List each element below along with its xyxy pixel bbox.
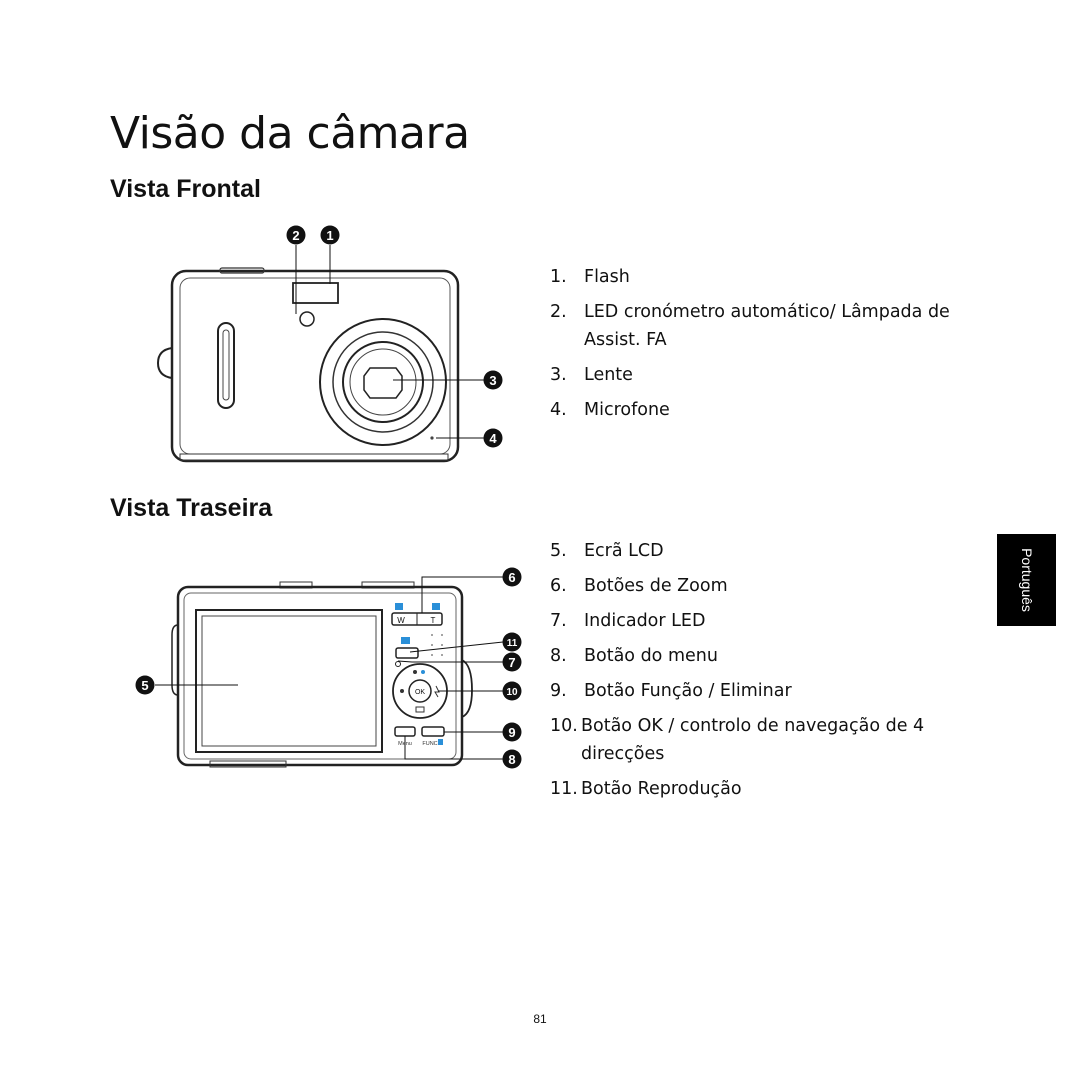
camera-front-diagram: 2 1 3 4 bbox=[156, 225, 503, 463]
callout-9: 9 bbox=[502, 722, 522, 742]
callout-7: 7 bbox=[502, 652, 522, 672]
svg-text:7: 7 bbox=[508, 655, 515, 670]
svg-text:11: 11 bbox=[507, 638, 518, 649]
front-view-heading: Vista Frontal bbox=[110, 175, 261, 203]
svg-text:4: 4 bbox=[489, 431, 497, 446]
camera-body bbox=[170, 269, 460, 463]
self-timer-led bbox=[299, 311, 315, 327]
front-parts-list: 1.Flash 2.LED cronómetro automático/ Lâm… bbox=[550, 263, 970, 431]
back-parts-list: 5.Ecrã LCD 6.Botões de Zoom 7.Indicador … bbox=[550, 537, 970, 810]
list-item: 4.Microfone bbox=[550, 400, 670, 420]
language-tab-label: Português bbox=[1018, 548, 1035, 612]
list-item: 11.Botão Reprodução bbox=[550, 779, 742, 799]
function-delete-button: FUNC bbox=[421, 726, 445, 747]
lcd-screen bbox=[195, 609, 383, 753]
svg-text:5: 5 bbox=[141, 678, 148, 693]
camera-back-diagram: W T OK Menu FUNC 6 bbox=[135, 567, 522, 769]
svg-text:6: 6 bbox=[508, 570, 515, 585]
list-item: 7.Indicador LED bbox=[550, 611, 706, 631]
svg-text:T: T bbox=[431, 616, 436, 625]
callout-2: 2 bbox=[286, 225, 306, 245]
svg-text:9: 9 bbox=[508, 725, 515, 740]
callout-5: 5 bbox=[135, 675, 155, 695]
page-number: 81 bbox=[533, 1012, 547, 1026]
camera-body bbox=[176, 585, 464, 767]
callout-10: 10 bbox=[502, 681, 522, 701]
back-view-heading: Vista Traseira bbox=[110, 494, 273, 522]
list-item: 6.Botões de Zoom bbox=[550, 576, 728, 596]
svg-text:2: 2 bbox=[292, 228, 299, 243]
indicator-led bbox=[395, 661, 401, 667]
callout-6: 6 bbox=[502, 567, 522, 587]
list-item: 9.Botão Função / Eliminar bbox=[550, 681, 792, 701]
list-item: 1.Flash bbox=[550, 267, 630, 287]
svg-text:W: W bbox=[397, 616, 405, 625]
callout-8: 8 bbox=[502, 749, 522, 769]
callout-11: 11 bbox=[502, 632, 522, 652]
microphone bbox=[430, 436, 434, 440]
svg-text:8: 8 bbox=[508, 752, 515, 767]
playback-button bbox=[395, 637, 419, 659]
svg-text:1: 1 bbox=[326, 228, 333, 243]
callout-4: 4 bbox=[483, 428, 503, 448]
svg-text:FUNC: FUNC bbox=[422, 741, 437, 747]
list-item: 2.LED cronómetro automático/ Lâmpada de … bbox=[550, 302, 950, 350]
flash bbox=[292, 282, 339, 304]
list-item: 3.Lente bbox=[550, 365, 633, 385]
svg-text:OK: OK bbox=[415, 689, 425, 696]
list-item: 10.Botão OK / controlo de navegação de 4… bbox=[550, 716, 925, 764]
zoom-buttons: W T bbox=[391, 603, 443, 626]
list-item: 5.Ecrã LCD bbox=[550, 541, 664, 561]
language-tab: Português bbox=[997, 534, 1056, 626]
list-item: 8.Botão do menu bbox=[550, 646, 718, 666]
callout-1: 1 bbox=[320, 225, 340, 245]
page-title: Visão da câmara bbox=[110, 108, 470, 159]
lens bbox=[319, 318, 447, 446]
svg-text:10: 10 bbox=[506, 687, 518, 698]
svg-text:3: 3 bbox=[489, 373, 496, 388]
callout-3: 3 bbox=[483, 370, 503, 390]
